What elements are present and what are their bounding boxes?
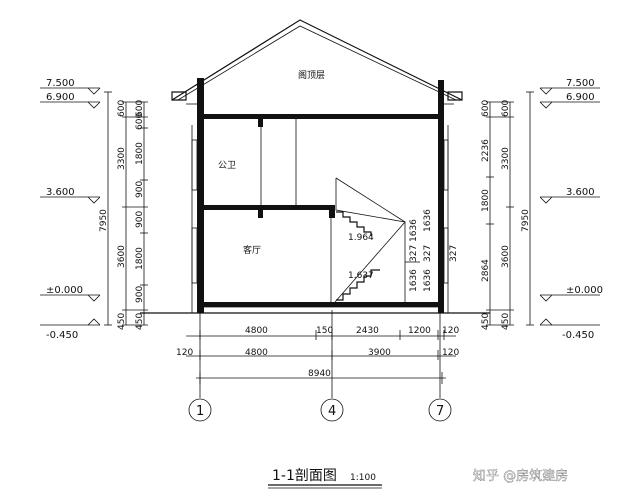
dim-value: 4800: [245, 326, 268, 336]
grid-axis-bubble: [428, 398, 452, 422]
dim-value: 2430: [356, 326, 379, 336]
dim-value: 120: [442, 326, 459, 336]
stair-dim: 327: [449, 245, 459, 262]
dim-value: 600: [117, 100, 127, 117]
stair-lower-height: 1.637: [348, 271, 374, 281]
roof: [171, 19, 463, 105]
dim-total: 7950: [99, 209, 109, 232]
dim-value: 600: [135, 100, 145, 117]
stair-dim: 327: [423, 245, 433, 262]
level-label: ±0.000: [46, 285, 83, 296]
level-label: -0.450: [562, 330, 594, 341]
dim-value: 600: [501, 100, 511, 117]
dim-value: 3300: [501, 147, 511, 170]
dim-value: 3600: [117, 245, 127, 268]
drawing-title: 1-1剖面图 1:100: [268, 468, 382, 489]
dim-value: 900: [135, 181, 145, 198]
dim-value: 600: [481, 100, 491, 117]
level-label: 7.500: [46, 78, 75, 89]
room-label-living: 客厅: [243, 244, 261, 256]
dim-value: 1200: [408, 326, 431, 336]
dim-value: 2236: [481, 139, 491, 162]
dim-value: 120: [442, 348, 459, 358]
grid-axes: 1 4 7: [188, 310, 452, 422]
dim-value: 4800: [245, 348, 268, 358]
grid-axis-label: 1: [196, 404, 204, 419]
dim-total: 7950: [521, 209, 531, 232]
left-levels: 7.500 6.900 3.600 ±0.000 -0.450: [40, 78, 101, 341]
grid-axis-bubble: [188, 398, 212, 422]
level-label: ±0.000: [566, 285, 603, 296]
dim-value: 450: [135, 313, 145, 330]
dim-value: 1800: [135, 247, 145, 270]
left-dimensions: 7950 600 3300 3600 450 600 600 1800 900 …: [99, 91, 148, 330]
stair-dim: 1636: [423, 269, 433, 292]
grid-axis-bubble: [320, 398, 344, 422]
level-label: 3.600: [566, 187, 595, 198]
level-label: 6.900: [566, 92, 595, 103]
level-label: 3.600: [46, 187, 75, 198]
dim-value: 450: [117, 313, 127, 330]
right-levels: 7.500 6.900 3.600 ±0.000 -0.450: [539, 78, 603, 341]
right-dimensions: 600 2236 1800 2864 450 600 3300 3600 450…: [481, 91, 534, 330]
dim-value: 3600: [501, 245, 511, 268]
room-label-attic: 阁顶层: [298, 69, 325, 81]
stair-dim: 1636: [423, 209, 433, 232]
level-label: 6.900: [46, 92, 75, 103]
dim-value: 900: [135, 286, 145, 303]
dim-value: 900: [135, 211, 145, 228]
stair-upper-height: 1.964: [348, 233, 374, 243]
stair-dim: 327: [409, 245, 419, 262]
dim-value: 1800: [135, 142, 145, 165]
structure: [140, 78, 490, 314]
dim-value: 450: [481, 313, 491, 330]
bottom-dimensions: 4800 150 2430 1200 120 120 4800 3900 120…: [176, 326, 459, 384]
dim-total: 8940: [308, 369, 331, 379]
drawing-title-name: 1-1剖面图: [272, 468, 337, 484]
dim-value: 1800: [481, 189, 491, 212]
watermark: 知乎 @房筑建房: [473, 468, 568, 484]
level-label: -0.450: [46, 330, 78, 341]
stair-dim: 1636: [409, 219, 419, 242]
level-label: 7.500: [566, 78, 595, 89]
dim-value: 450: [501, 313, 511, 330]
grid-axis-label: 4: [328, 404, 336, 419]
room-label-toilet: 公卫: [218, 160, 236, 171]
dim-value: 120: [176, 348, 193, 358]
grid-axis-label: 7: [436, 404, 444, 419]
stair-dim: 1636: [409, 269, 419, 292]
dim-value: 600: [135, 113, 145, 130]
dim-value: 150: [316, 326, 333, 336]
drawing-title-scale: 1:100: [350, 473, 376, 483]
dim-value: 2864: [481, 259, 491, 282]
stair: 1.964 1.637 1636 1636 327 327 1636 1636 …: [334, 177, 459, 303]
dim-value: 3300: [117, 147, 127, 170]
dim-value: 3900: [368, 348, 391, 358]
